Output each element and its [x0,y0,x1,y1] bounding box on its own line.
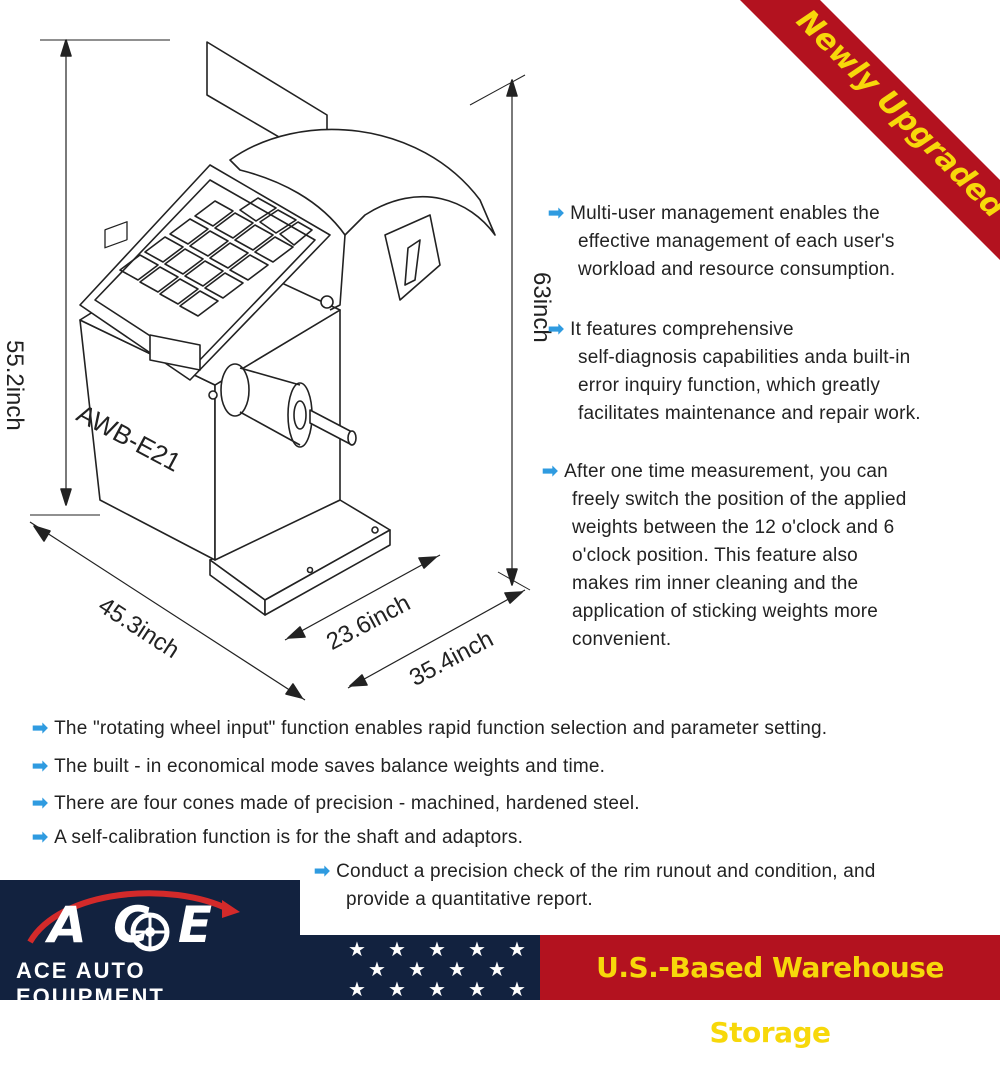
star-icon: ★ [448,959,466,981]
feature-self-calibration: ➡A self-calibration function is for the … [32,827,524,848]
arrow-right-icon: ➡ [314,861,331,882]
star-icon: ★ [488,959,506,981]
star-icon: ★ [408,959,426,981]
brand-name: ACE AUTO EQUIPMENT [16,958,165,1009]
arrow-right-icon: ➡ [548,319,565,340]
feature-self-diagnosis: ➡It features comprehensive self-diagnosi… [548,319,921,424]
feature-weight-position: ➡After one time measurement, you can fre… [542,461,907,650]
star-icon: ★ [468,979,486,1000]
star-icon: ★ [508,979,526,1000]
feature-rim-runout: ➡Conduct a precision check of the rim ru… [314,861,876,910]
arrow-right-icon: ➡ [548,203,565,224]
dimension-height-left: 55.2inch [1,340,28,431]
star-icon: ★ [468,939,486,961]
brand-block: ACE ACE AUTO EQUIPMENT [0,880,300,1009]
feature-rotating-wheel-input: ➡The "rotating wheel input" function ena… [32,718,828,739]
warehouse-text: U.S.-Based Warehouse Storage [596,951,944,1049]
ace-logo [27,890,240,952]
arrow-right-icon: ➡ [32,718,49,739]
arrow-right-icon: ➡ [32,756,49,777]
star-icon: ★ [388,979,406,1000]
footer-bar: ACE ACE AUTO EQUIPMENT ➡Conduct a precis… [0,861,1000,1049]
feature-multi-user: ➡Multi-user management enables the effec… [548,203,896,280]
us-flag-stars: ★ ★ ★ ★ ★ ★ ★ ★ ★ ★ ★ ★ ★ ★ [300,935,540,1000]
star-icon: ★ [348,979,366,1000]
feature-four-cones: ➡There are four cones made of precision … [32,793,640,814]
feature-economical-mode: ➡The built - in economical mode saves ba… [32,756,606,777]
star-icon: ★ [388,939,406,961]
wheel-balancer-drawing [29,39,531,701]
star-icon: ★ [368,959,386,981]
ace-logo-text: ACE [48,896,241,954]
star-icon: ★ [428,979,446,1000]
arrow-right-icon: ➡ [32,827,49,848]
star-icon: ★ [428,939,446,961]
star-icon: ★ [508,939,526,961]
star-icon: ★ [348,939,366,961]
arrow-right-icon: ➡ [32,793,49,814]
warehouse-banner: U.S.-Based Warehouse Storage [540,935,1000,1049]
arrow-right-icon: ➡ [542,461,559,482]
